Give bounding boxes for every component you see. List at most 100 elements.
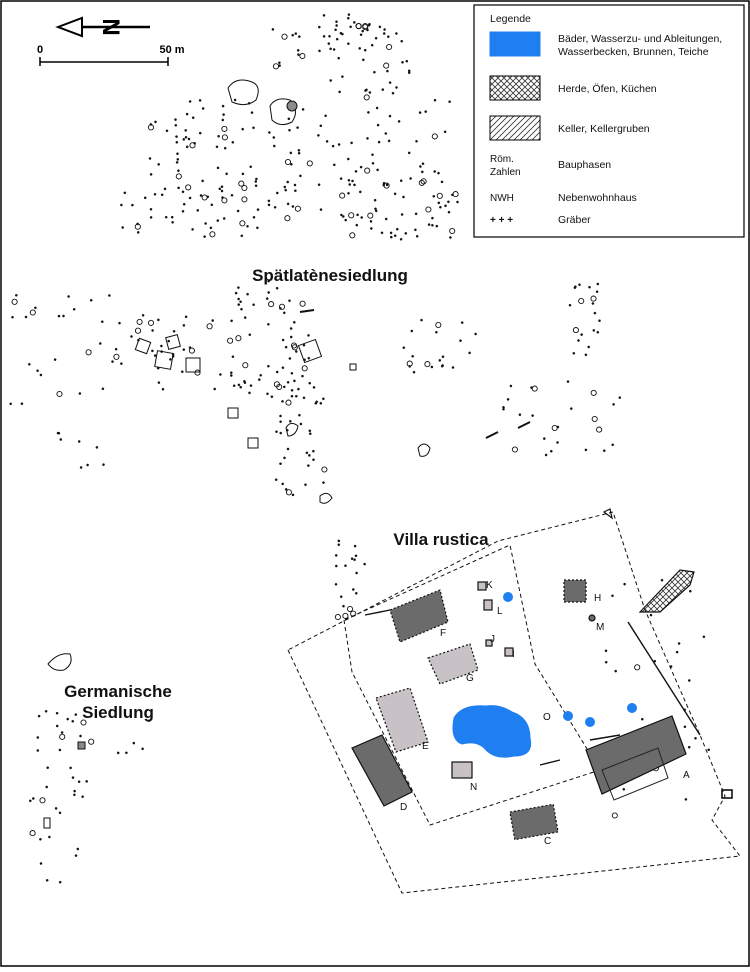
- pit: [299, 52, 306, 60]
- pit: [349, 232, 356, 239]
- pit: [209, 231, 216, 238]
- post-hole: [201, 107, 205, 110]
- post-hole: [27, 362, 31, 366]
- post-hole: [77, 440, 81, 443]
- post-hole: [121, 226, 124, 229]
- post-hole: [248, 391, 251, 395]
- germanic-house: [43, 817, 51, 829]
- latene-pit: [417, 443, 431, 457]
- post-hole: [229, 371, 233, 375]
- post-hole: [281, 400, 284, 403]
- building-c: [509, 803, 559, 841]
- legend-phase-abbr-2: Zahlen: [490, 167, 521, 178]
- post-hole: [196, 209, 200, 212]
- pit: [424, 361, 431, 368]
- post-hole: [431, 223, 434, 227]
- building-n: [451, 761, 473, 779]
- post-hole: [361, 58, 365, 62]
- pit: [59, 733, 66, 740]
- pit: [188, 347, 195, 354]
- post-hole: [407, 71, 411, 74]
- post-hole: [161, 387, 165, 391]
- post-hole: [151, 329, 154, 332]
- post-hole: [102, 463, 105, 466]
- post-hole: [395, 32, 398, 35]
- post-hole: [395, 86, 398, 89]
- post-hole: [73, 793, 76, 797]
- post-hole: [322, 481, 325, 484]
- pit: [551, 424, 558, 432]
- post-hole: [506, 398, 510, 401]
- post-hole: [116, 751, 120, 755]
- label-d: D: [400, 802, 407, 813]
- latene-structures: [134, 79, 531, 504]
- post-hole: [240, 234, 244, 238]
- post-hole: [531, 414, 534, 417]
- inner-enclosure-wall: [343, 544, 601, 826]
- post-hole: [73, 789, 76, 793]
- pit: [80, 719, 87, 726]
- post-hole: [66, 717, 69, 721]
- post-hole: [79, 734, 82, 738]
- post-hole: [556, 441, 559, 444]
- post-hole: [355, 223, 359, 227]
- post-hole: [246, 292, 249, 296]
- post-hole: [233, 98, 237, 102]
- label-j: J: [490, 634, 495, 645]
- pit: [348, 212, 355, 219]
- label-a: A: [683, 770, 690, 781]
- post-hole: [447, 200, 450, 204]
- post-hole: [367, 23, 371, 27]
- post-hole: [282, 385, 286, 389]
- post-hole: [283, 185, 287, 189]
- post-hole: [352, 21, 356, 24]
- post-hole: [386, 35, 390, 39]
- post-hole: [220, 185, 224, 188]
- post-hole: [39, 838, 42, 841]
- post-hole: [36, 736, 40, 739]
- post-hole: [337, 543, 341, 547]
- post-hole: [342, 604, 345, 608]
- post-hole: [374, 36, 378, 40]
- post-hole: [389, 235, 393, 239]
- post-hole: [596, 282, 600, 286]
- water-features: [452, 592, 637, 758]
- post-hole: [231, 355, 235, 359]
- archaeological-features: [9, 13, 711, 884]
- post-hole: [448, 100, 451, 103]
- post-hole: [299, 174, 302, 178]
- post-hole: [397, 120, 401, 123]
- corner-structure: [721, 789, 733, 799]
- pit: [531, 385, 538, 392]
- post-hole: [246, 224, 249, 228]
- germanic-pit: [47, 653, 72, 671]
- post-hole: [578, 283, 581, 287]
- pit: [578, 297, 585, 305]
- north-arrow: N: [55, 16, 150, 38]
- post-hole: [182, 324, 186, 327]
- post-hole: [184, 135, 188, 139]
- post-hole: [331, 144, 335, 148]
- post-hole: [279, 420, 282, 424]
- post-hole: [273, 205, 277, 209]
- post-hole: [59, 438, 63, 441]
- post-hole: [292, 320, 296, 324]
- post-hole: [297, 387, 300, 391]
- post-hole: [384, 217, 388, 221]
- post-hole: [24, 315, 28, 319]
- legend-water-line1: Bäder, Wasserzu- und Ableitungen,: [558, 33, 722, 45]
- post-hole: [230, 193, 234, 197]
- pit: [185, 184, 192, 191]
- post-hole: [248, 333, 252, 337]
- post-hole: [95, 446, 99, 449]
- post-hole: [354, 554, 358, 558]
- post-hole: [611, 443, 615, 447]
- post-hole: [219, 373, 222, 376]
- post-hole: [271, 28, 275, 31]
- post-hole: [399, 179, 403, 182]
- post-hole: [44, 710, 48, 713]
- post-hole: [171, 220, 174, 224]
- post-hole: [279, 414, 282, 418]
- post-hole: [530, 386, 533, 389]
- post-hole: [81, 795, 84, 799]
